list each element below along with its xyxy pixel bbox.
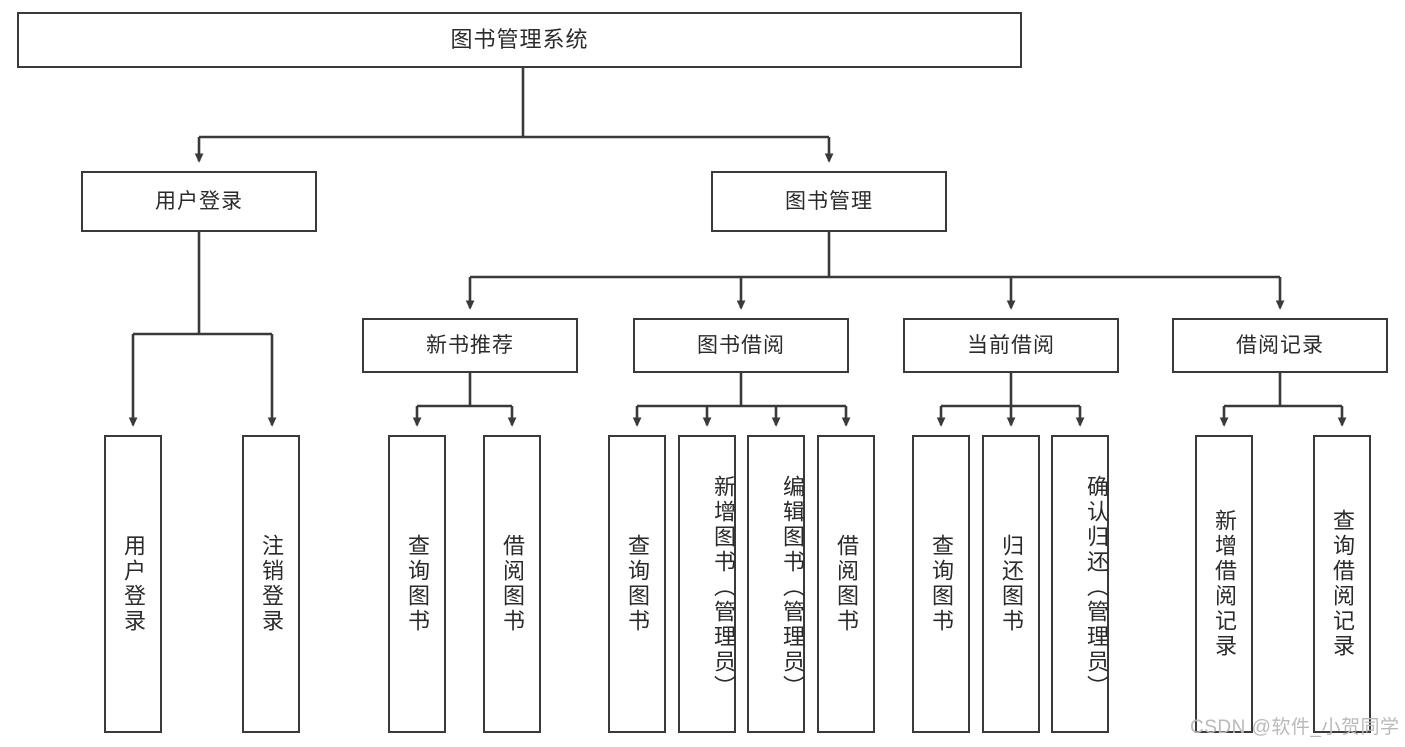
- node-leaf-query-book-3[interactable]: 查询图书: [912, 435, 970, 733]
- csdn-watermark: CSDN @软件_小贺同学: [1190, 717, 1400, 738]
- node-leaf-confirm-return-admin[interactable]: 确认归还（管理员）: [1051, 435, 1109, 733]
- node-leaf-borrow-book-2[interactable]: 借阅图书: [817, 435, 875, 733]
- node-new-book-recommend[interactable]: 新书推荐: [362, 318, 578, 373]
- node-leaf-query-book-2[interactable]: 查询图书: [608, 435, 666, 733]
- node-leaf-add-borrow-record[interactable]: 新增借阅记录: [1195, 435, 1253, 733]
- node-leaf-edit-book-admin[interactable]: 编辑图书（管理员）: [747, 435, 805, 733]
- node-leaf-add-book-admin[interactable]: 新增图书（管理员）: [678, 435, 736, 733]
- node-leaf-logout-login[interactable]: 注销登录: [242, 435, 300, 733]
- node-leaf-query-book-1[interactable]: 查询图书: [388, 435, 446, 733]
- node-book-borrow[interactable]: 图书借阅: [633, 318, 849, 373]
- node-borrow-record[interactable]: 借阅记录: [1172, 318, 1388, 373]
- node-leaf-return-book[interactable]: 归还图书: [982, 435, 1040, 733]
- node-book-manage[interactable]: 图书管理: [711, 171, 947, 232]
- node-root-system[interactable]: 图书管理系统: [17, 12, 1022, 68]
- node-user-login[interactable]: 用户登录: [81, 171, 317, 232]
- node-leaf-query-borrow-record[interactable]: 查询借阅记录: [1313, 435, 1371, 733]
- node-leaf-borrow-book-1[interactable]: 借阅图书: [483, 435, 541, 733]
- node-leaf-user-login[interactable]: 用户登录: [104, 435, 162, 733]
- node-current-borrow[interactable]: 当前借阅: [903, 318, 1119, 373]
